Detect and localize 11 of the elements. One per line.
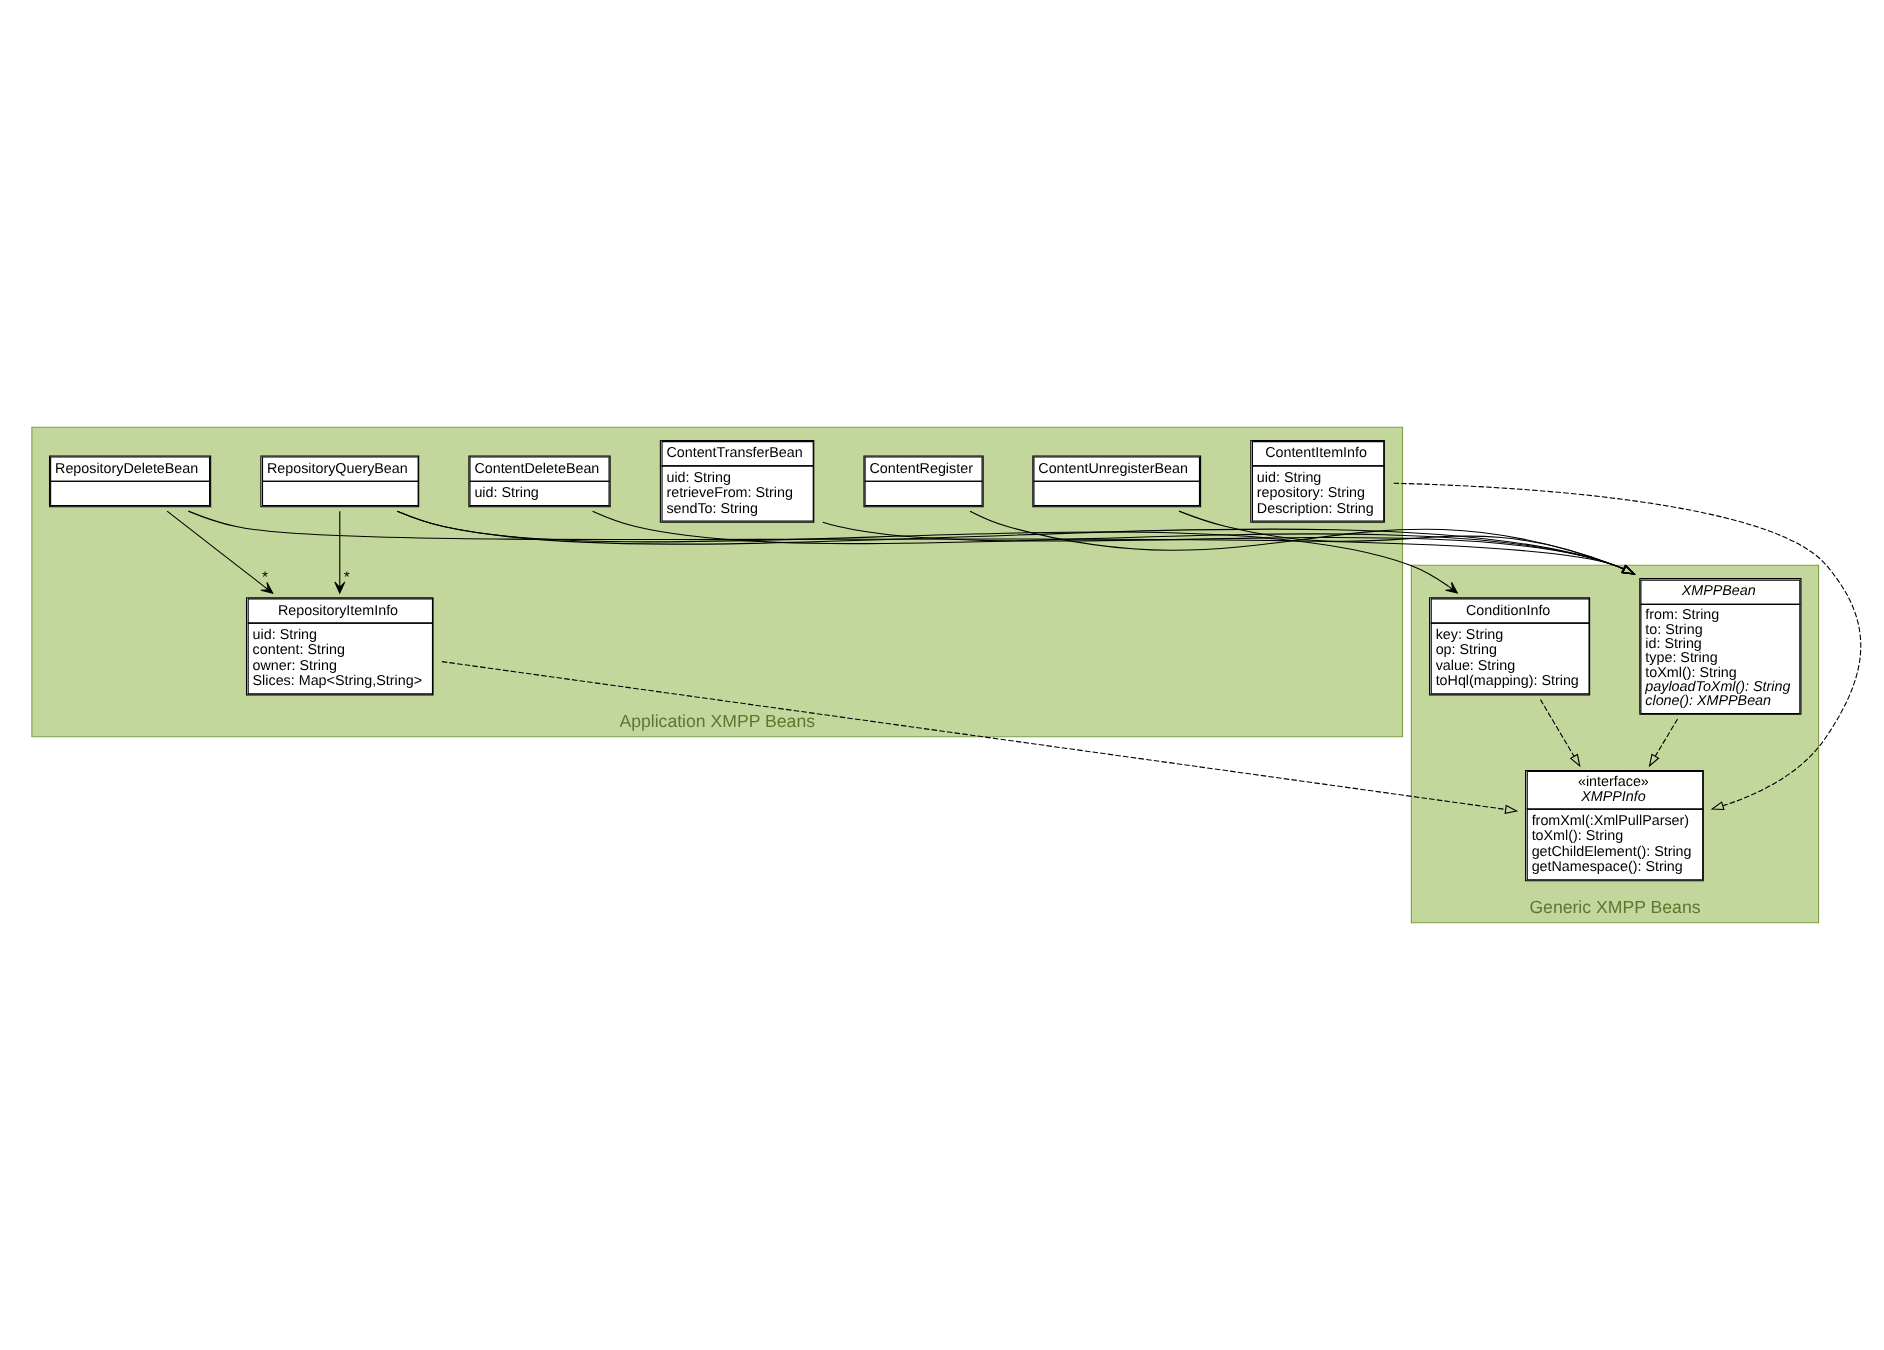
arrow bbox=[1393, 482, 1862, 811]
arrow bbox=[1539, 699, 1581, 768]
arrow bbox=[396, 510, 1458, 594]
arrow bbox=[441, 661, 1519, 814]
arrow bbox=[1178, 510, 1635, 575]
arrow bbox=[591, 510, 1636, 575]
arrow bbox=[166, 510, 274, 594]
arrow bbox=[969, 510, 1636, 575]
arrow bbox=[822, 521, 1636, 575]
arrow bbox=[1648, 718, 1679, 768]
arrow bbox=[334, 510, 346, 594]
